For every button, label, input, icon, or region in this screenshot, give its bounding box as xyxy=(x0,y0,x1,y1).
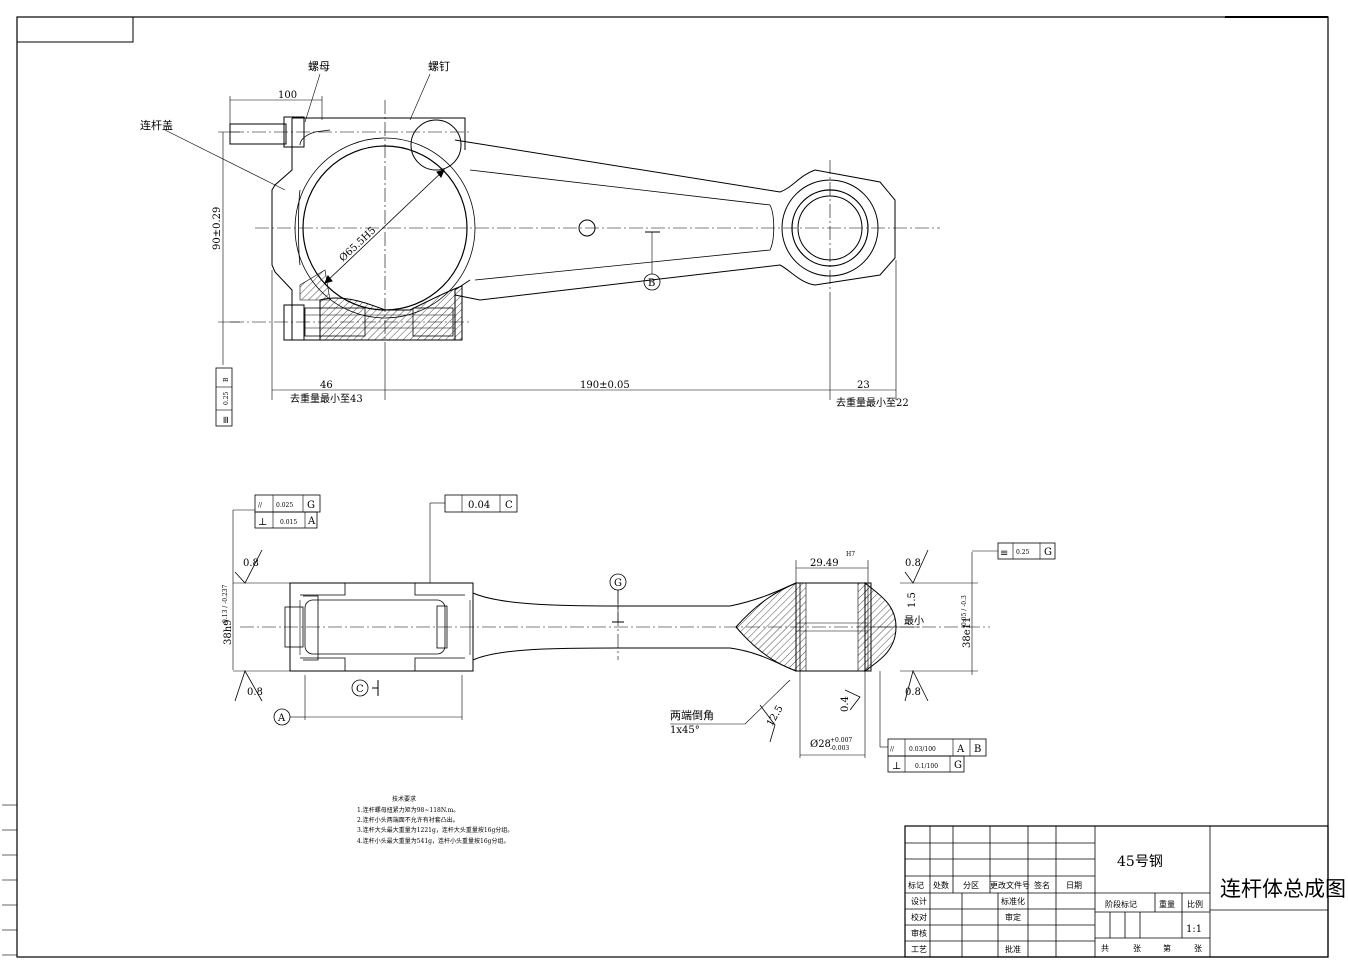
fcf6-sym: ⊥ xyxy=(892,761,901,772)
remove-22: 去重量最小至22 xyxy=(836,396,909,409)
rough-08a: 0.8 xyxy=(243,558,259,569)
datum-b: B xyxy=(648,278,655,289)
tol-left-val: 0.25 xyxy=(223,391,230,405)
tb-total: 共 xyxy=(1101,944,1109,953)
fcf1-val: 0.025 xyxy=(276,502,293,509)
dim-2949-tol: H7 xyxy=(846,551,855,558)
fcf6-ref: G xyxy=(954,760,962,771)
rough-08c: 0.8 xyxy=(905,558,921,569)
min-text: 最小 xyxy=(904,615,924,627)
dim-28-tol-dn: -0.003 xyxy=(830,745,849,752)
datum-a: A xyxy=(277,713,286,724)
fcf4-val: 0.25 xyxy=(1016,549,1030,556)
dim-190: 190±0.05 xyxy=(580,380,630,391)
tb-standard: 标准化 xyxy=(1001,896,1025,906)
tb-sheet: 张 xyxy=(1194,944,1202,953)
tb-h1: 处数 xyxy=(933,880,949,890)
fcf2-ref: A xyxy=(307,516,316,527)
section-hatch xyxy=(319,285,463,341)
dim-90: 90±0.29 xyxy=(212,207,223,250)
fcf6-val: 0.1/100 xyxy=(915,763,938,770)
top-nut xyxy=(283,116,305,148)
side-shank xyxy=(472,582,797,672)
side-big-end xyxy=(289,582,474,672)
tol-left-sym: ≡ xyxy=(221,416,232,424)
shank-outline xyxy=(454,139,896,301)
dim-38-right-tol: -0.05 / -0.3 xyxy=(961,595,968,628)
fcf3-ref: C xyxy=(505,500,513,511)
tb-h3: 更改文件号 xyxy=(990,880,1030,890)
fcf5-ref2: B xyxy=(974,744,981,755)
tb-scale: 1:1 xyxy=(1186,924,1202,935)
fcf5-sym: // xyxy=(890,746,895,753)
tb-no: 第 xyxy=(1163,943,1171,953)
fcf4-ref: G xyxy=(1044,547,1052,558)
note-line-2: 2.连杆小头两端面不允许有衬套凸出。 xyxy=(357,816,459,824)
fcf5-val: 0.03/100 xyxy=(909,746,936,753)
tb-drawing-name: 连杆体总成图 xyxy=(1220,877,1346,901)
label-nut: 螺母 xyxy=(308,60,330,73)
dim-38-left-tol: -0.13 / -0.237 xyxy=(222,584,229,625)
tb-process: 工艺 xyxy=(911,945,927,954)
dim-46: 46 xyxy=(320,380,333,391)
note-line-3: 3.连杆大头最大重量为1221g，连杆大头重量按16g分组。 xyxy=(357,826,513,834)
small-end-bushing xyxy=(791,189,869,267)
tb-audit: 审定 xyxy=(1005,912,1021,922)
dim-23: 23 xyxy=(857,380,870,391)
dim-bore: Ø65.5H5 xyxy=(338,225,379,264)
tb-h4: 签名 xyxy=(1034,880,1050,890)
label-cap: 连杆盖 xyxy=(140,118,173,132)
small-end-outer xyxy=(781,179,879,277)
dim-28-tol-up: +0.007 xyxy=(830,737,852,744)
tb-material: 45号钢 xyxy=(1117,854,1163,870)
fcf3-val: 0.04 xyxy=(468,500,490,511)
datum-g: G xyxy=(614,578,622,589)
rough-04: 0.4 xyxy=(840,696,851,712)
tb-weight: 重量 xyxy=(1159,899,1175,909)
tb-h2: 分区 xyxy=(963,881,979,890)
rough-08d: 0.8 xyxy=(905,687,921,698)
dim-100: 100 xyxy=(278,90,297,101)
top-view xyxy=(164,73,940,427)
remove-43: 去重量最小至43 xyxy=(290,392,363,405)
tol-left-ref: B xyxy=(223,377,230,382)
notes-title: 技术要求 xyxy=(392,795,416,803)
dim-15: 1.5 xyxy=(907,592,918,608)
technical-notes: 技术要求 1.连杆螺母扭紧力矩为98~118N.m。 2.连杆小头两端面不允许有… xyxy=(357,795,513,845)
tb-design: 设计 xyxy=(911,896,927,906)
dim-38-left: 38h9 xyxy=(223,619,234,645)
tb-stage: 阶段标记 xyxy=(1105,899,1137,909)
fcf1-ref: G xyxy=(307,500,315,511)
tb-sheets: 张 xyxy=(1133,944,1141,953)
rough-08b: 0.8 xyxy=(247,687,263,698)
tb-approve: 批准 xyxy=(1005,944,1021,954)
fcf1-sym: // xyxy=(258,502,263,509)
chamfer-2: 1x45° xyxy=(670,725,700,736)
note-line-4: 4.连杆小头最大重量为541g，连杆小头重量按16g分组。 xyxy=(357,837,510,845)
fcf4-sym: ≡ xyxy=(1000,548,1008,559)
rough-125: 12.5 xyxy=(765,704,786,729)
title-block xyxy=(904,825,1329,958)
bottom-nut xyxy=(283,304,305,341)
dim-28: Ø28 xyxy=(810,739,831,750)
label-bolt: 螺钉 xyxy=(428,60,450,73)
sheet-border xyxy=(2,16,1329,958)
dim-2949: 29.49 xyxy=(810,558,839,569)
datum-c: C xyxy=(356,684,364,695)
fcf2-val: 0.015 xyxy=(280,519,297,526)
tb-check: 校对 xyxy=(911,912,927,922)
tb-h5: 日期 xyxy=(1066,881,1082,890)
tb-h0: 标记 xyxy=(908,880,924,890)
side-view xyxy=(232,494,1056,773)
tb-review: 审核 xyxy=(911,928,927,938)
fcf5-ref1: A xyxy=(956,744,965,755)
chamfer-1: 两端倒角 xyxy=(670,709,714,722)
note-line-1: 1.连杆螺母扭紧力矩为98~118N.m。 xyxy=(357,806,459,814)
dim-38-right: 38e11 xyxy=(962,617,973,648)
tb-scale-h: 比例 xyxy=(1187,899,1203,909)
fcf2-sym: ⊥ xyxy=(258,517,267,528)
